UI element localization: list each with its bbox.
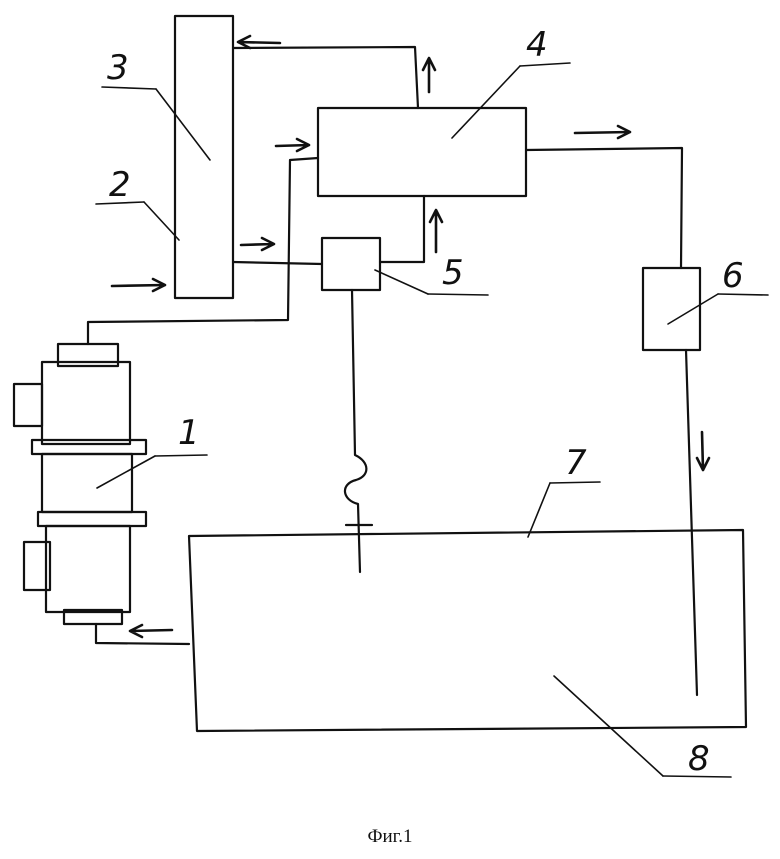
label-8: 8 <box>688 739 710 779</box>
block-3-tall-unit <box>175 16 233 298</box>
block-5 <box>322 238 380 290</box>
label-4: 4 <box>526 25 548 65</box>
label-1: 1 <box>178 413 200 453</box>
unit-1-apparatus <box>14 344 146 624</box>
flow-arrows <box>112 36 709 637</box>
block-4 <box>318 108 526 196</box>
block-7-tank <box>189 530 746 731</box>
label-5: 5 <box>442 253 464 293</box>
label-3: 3 <box>107 48 129 88</box>
connection-lines <box>88 47 697 695</box>
label-2: 2 <box>109 165 131 205</box>
label-7: 7 <box>565 443 587 483</box>
label-6: 6 <box>722 256 744 296</box>
figure-caption: Фиг.1 <box>0 826 780 848</box>
